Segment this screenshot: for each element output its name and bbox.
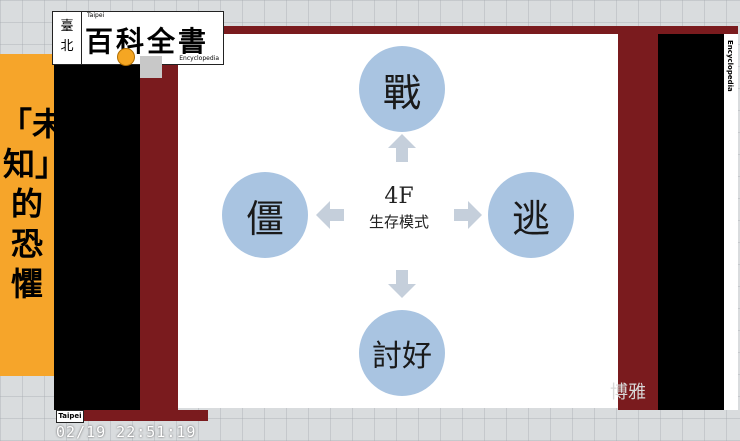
left-black-panel	[54, 54, 140, 410]
arrow-down-icon	[388, 270, 416, 298]
fawn-label: 討好	[372, 339, 432, 374]
center-title: 4F	[384, 184, 414, 209]
fight-circle: 戰	[359, 46, 445, 132]
right-black-panel	[658, 34, 724, 410]
flight-label: 逃	[511, 196, 550, 241]
logo-city-block: 臺 北	[53, 12, 82, 64]
logo-char-2: 北	[60, 39, 74, 54]
arrow-left-icon	[316, 201, 344, 229]
freeze-circle: 僵	[222, 172, 308, 258]
slide-panel: 戰 逃 討好 僵 4F 生存模式	[178, 34, 618, 408]
top-frame-bar	[140, 26, 738, 34]
right-edge-strip	[724, 34, 738, 410]
arrow-up-icon	[388, 134, 416, 162]
logo-gray-square	[140, 56, 162, 78]
logo-encyclopedia-text: Encyclopedia	[179, 55, 219, 62]
side-encyclopedia-label: Encyclopedia	[726, 40, 734, 92]
left-red-frame	[140, 26, 178, 410]
logo: 臺 北 Taipei 百科全書 Encyclopedia	[52, 11, 224, 65]
center-subtitle: 生存模式	[368, 213, 429, 231]
title-text: 「未知」的恐懼	[0, 105, 65, 303]
fight-label: 戰	[382, 70, 421, 115]
watermark-text: 博雅	[610, 382, 646, 403]
logo-taipei-text: Taipei	[87, 12, 105, 19]
footer-taipei-tag: Taipei	[56, 410, 84, 423]
freeze-label: 僵	[245, 196, 284, 241]
title-banner: 「未知」的恐懼	[0, 54, 65, 376]
right-red-frame	[618, 26, 658, 410]
flight-circle: 逃	[488, 172, 574, 258]
center-label-box: 4F 生存模式	[360, 176, 438, 246]
bottom-frame-bar	[82, 410, 208, 421]
logo-title: 百科全書	[85, 25, 210, 58]
logo-orange-dot	[117, 48, 135, 66]
timestamp: 02/19 22:51:19	[56, 423, 197, 441]
arrow-right-icon	[454, 201, 482, 229]
logo-char-1: 臺	[60, 19, 74, 34]
fawn-circle: 討好	[359, 310, 445, 396]
